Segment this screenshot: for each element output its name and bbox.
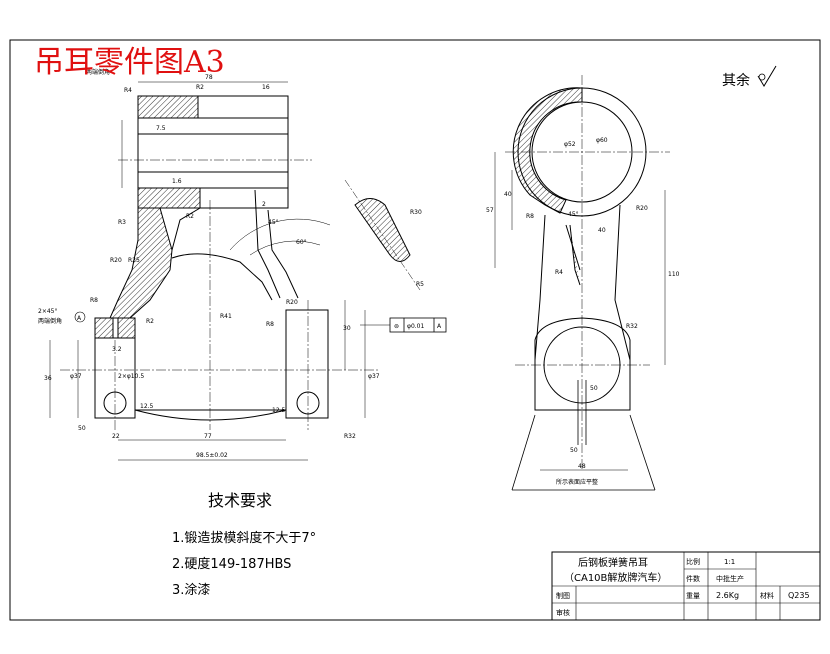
- label-r4-side: R4: [555, 269, 563, 276]
- label-r25: R25: [128, 257, 140, 264]
- label-57: 57: [486, 207, 494, 214]
- label-r3: R3: [118, 219, 126, 226]
- label-dim-16: 16: [262, 84, 270, 91]
- label-r20-side: R20: [636, 205, 648, 212]
- front-view-labels: 两端倒角 78 16 R2 R4 7.5 1.6 R3 R2 2 45° 60°…: [38, 68, 442, 459]
- label-r2-mid: R2: [186, 213, 194, 220]
- surface-note: 其余: [722, 72, 750, 89]
- scale-value: 1:1: [724, 558, 735, 566]
- qty-label: 件数: [686, 574, 700, 583]
- label-chamfer-note: 两端倒角: [38, 317, 62, 325]
- label-r30-section: R30: [410, 209, 422, 216]
- page-title: 吊耳零件图A3: [34, 45, 225, 80]
- label-r2-top: R2: [196, 84, 204, 91]
- label-110: 110: [668, 271, 680, 278]
- tech-req-item-1: 1.锻造拔模斜度不大于7°: [172, 530, 316, 546]
- label-12-5-right: 12.5: [272, 407, 286, 414]
- label-bottom-note: 所示表面应平整: [556, 478, 598, 486]
- label-1-6: 1.6: [172, 178, 182, 185]
- label-r4: R4: [124, 87, 132, 94]
- label-3-2: 3.2: [112, 346, 122, 353]
- label-r8-left: R8: [90, 297, 98, 304]
- label-40b: 40: [598, 227, 606, 234]
- tech-req-item-3: 3.涂漆: [172, 582, 210, 598]
- label-48: 48: [578, 463, 586, 470]
- label-22: 22: [112, 433, 120, 440]
- weight-value: 2.6Kg: [716, 591, 739, 600]
- tolerance-value: φ0.01: [407, 323, 425, 330]
- checked-label: 审核: [556, 608, 570, 617]
- label-45deg-side: 45°: [568, 211, 579, 218]
- surface-finish-symbol: [757, 65, 777, 87]
- label-r8: R8: [526, 213, 534, 220]
- label-98: 98.5±0.02: [196, 452, 228, 459]
- qty-value: 中批生产: [716, 574, 744, 583]
- label-r20-right: R20: [286, 299, 298, 306]
- part-name-line1: 后钢板弹簧吊耳: [578, 556, 648, 569]
- label-77: 77: [204, 433, 212, 440]
- drawn-label: 制图: [556, 591, 570, 600]
- technical-requirements: 技术要求 1.锻造拔模斜度不大于7° 2.硬度149-187HBS 3.涂漆: [172, 491, 316, 598]
- tech-req-heading: 技术要求: [208, 491, 272, 510]
- label-bore-right: φ37: [368, 373, 380, 380]
- label-r20-left: R20: [110, 257, 122, 264]
- label-40: 40: [504, 191, 512, 198]
- label-50-side: 50: [590, 385, 598, 392]
- label-chamfer: 2×45°: [38, 308, 57, 315]
- label-phi60: φ60: [596, 137, 608, 144]
- drawing-border: [9, 39, 821, 621]
- tolerance-symbol: ⊚: [394, 323, 399, 330]
- label-45deg: 45°: [268, 219, 279, 226]
- label-30: 30: [343, 325, 351, 332]
- label-12-5-left: 12.5: [140, 403, 154, 410]
- label-7-5: 7.5: [156, 125, 166, 132]
- datum-tag: A: [77, 315, 82, 322]
- material-label: 材料: [760, 591, 774, 600]
- label-r5: R5: [416, 281, 424, 288]
- material-value: Q235: [788, 591, 810, 600]
- front-view: [49, 81, 447, 461]
- label-60deg: 60°: [296, 239, 307, 246]
- label-2: 2: [262, 201, 266, 208]
- part-name-line2: （CA10B解放牌汽车）: [564, 571, 667, 584]
- label-r32-side: R32: [626, 323, 638, 330]
- tolerance-datum: A: [437, 323, 442, 330]
- label-bore-left: φ37: [70, 373, 82, 380]
- label-r2-bot: R2: [146, 318, 154, 325]
- side-view: [494, 75, 670, 491]
- label-r41: R41: [220, 313, 232, 320]
- label-both-ends-bevel: 两端倒角: [86, 68, 110, 76]
- side-view-labels: φ52 φ60 57 40 R8 45° 40 R20 110 R4 R32 5…: [486, 137, 680, 486]
- label-50: 50: [78, 425, 86, 432]
- label-36: 36: [44, 375, 52, 382]
- weight-label: 重量: [686, 592, 700, 600]
- label-phi52: φ52: [564, 141, 576, 148]
- label-2phi10: 2×φ10.5: [118, 373, 144, 380]
- label-50b-side: 50: [570, 447, 578, 454]
- tech-req-item-2: 2.硬度149-187HBS: [172, 556, 291, 572]
- label-r8-right: R8: [266, 321, 274, 328]
- title-block: 后钢板弹簧吊耳 （CA10B解放牌汽车） 比例 1:1 件数 中批生产 制图 审…: [551, 551, 821, 621]
- label-r32: R32: [344, 433, 356, 440]
- label-dim-78: 78: [205, 74, 213, 81]
- scale-label: 比例: [686, 557, 700, 566]
